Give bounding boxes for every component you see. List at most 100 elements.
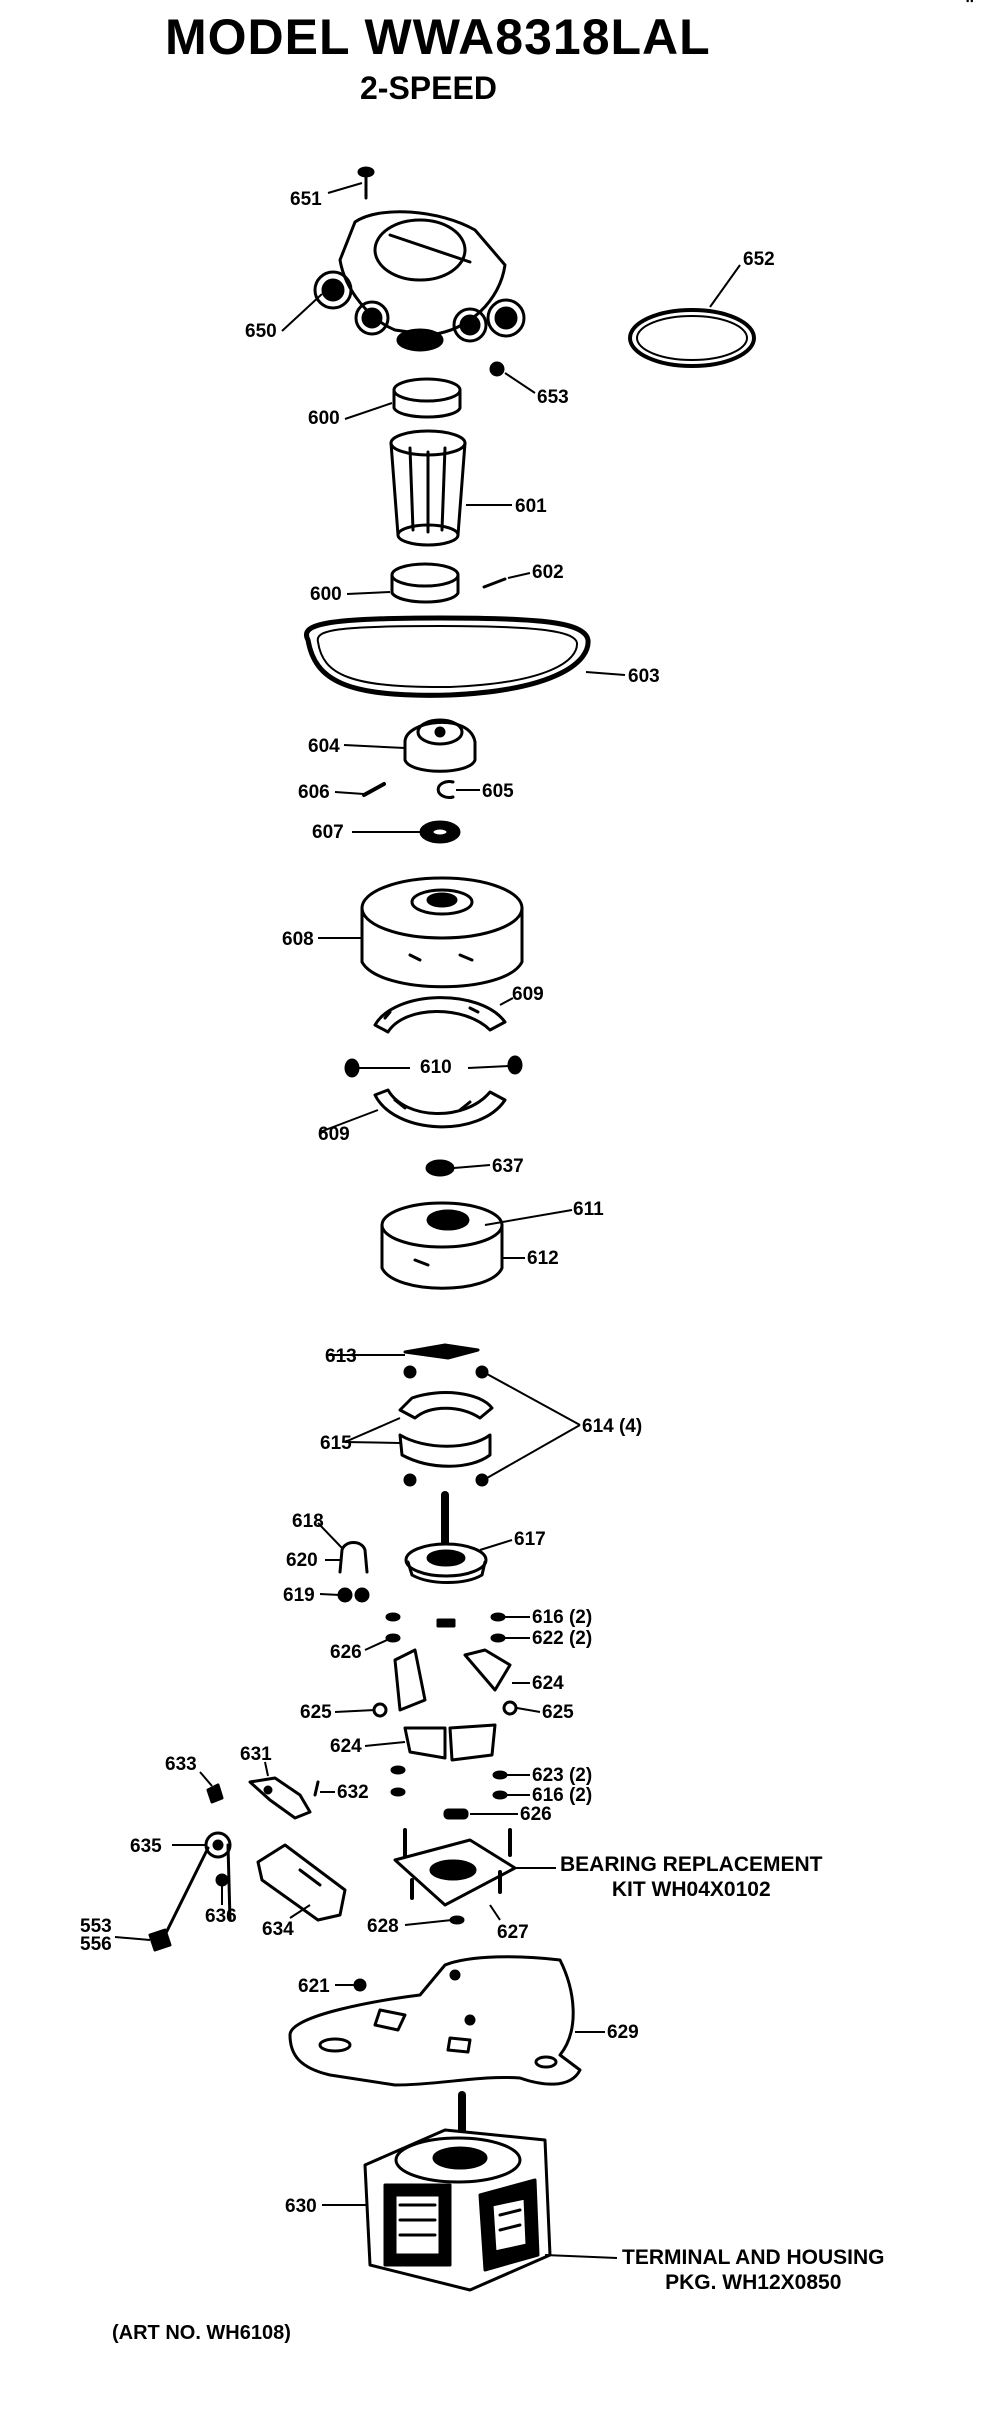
part-617-gear (404, 1491, 488, 1584)
page-subtitle: 2-SPEED (360, 70, 497, 106)
part-620-clip (338, 1541, 369, 1574)
page-title: MODEL WWA8318LAL (165, 9, 711, 65)
label-633: 633 (165, 1754, 197, 1775)
label-626-upper: 626 (330, 1642, 362, 1663)
label-602: 602 (532, 562, 564, 583)
label-614: 614 (4) (582, 1416, 642, 1437)
label-625-right: 625 (542, 1702, 574, 1723)
part-632-pin (313, 1780, 320, 1797)
label-630: 630 (285, 2196, 317, 2217)
label-617: 617 (514, 1529, 546, 1550)
label-635: 635 (130, 1836, 162, 1857)
part-624-housing-upper (393, 1648, 512, 1712)
part-623-washers (390, 1765, 508, 1780)
label-623: 623 (2) (532, 1765, 592, 1786)
label-634: 634 (262, 1919, 294, 1940)
part-631-lever (248, 1776, 312, 1820)
bearing-kit-line1: BEARING REPLACEMENT (560, 1853, 823, 1876)
part-637-washer (425, 1159, 455, 1177)
part-636-washer (215, 1873, 229, 1887)
terminal-line2: PKG. WH12X0850 (665, 2271, 842, 2294)
label-652: 652 (743, 249, 775, 270)
label-618: 618 (292, 1511, 324, 1532)
part-616-washers-lower (390, 1787, 508, 1800)
part-615-bracket-top (398, 1391, 494, 1420)
label-609-upper: 609 (512, 984, 544, 1005)
part-608-drum (360, 876, 524, 989)
label-607: 607 (312, 822, 344, 843)
part-625-springs (372, 1700, 518, 1718)
label-610: 610 (420, 1057, 452, 1078)
part-626-pin-upper (436, 1618, 456, 1628)
label-626-lower: 626 (520, 1804, 552, 1825)
part-603-belt (304, 615, 591, 698)
label-608: 608 (282, 929, 314, 950)
label-619: 619 (283, 1585, 315, 1606)
label-600-top: 600 (308, 408, 340, 429)
part-600-clamp-bottom (390, 562, 460, 604)
label-629: 629 (607, 2022, 639, 2043)
label-621: 621 (298, 1976, 330, 1997)
part-653-bolt (489, 361, 505, 377)
label-627: 627 (497, 1922, 529, 1943)
label-622: 622 (2) (532, 1628, 592, 1649)
part-650-pump (313, 210, 526, 352)
art-number: (ART NO. WH6108) (112, 2322, 291, 2344)
part-610-spring-left (344, 1058, 360, 1078)
part-613-bar (403, 1343, 480, 1360)
part-652-ring (628, 308, 756, 368)
part-624-housing-lower (403, 1723, 497, 1762)
label-650: 650 (245, 321, 277, 342)
callout-labels: 651 650 652 653 600 601 600 602 603 604 … (80, 189, 775, 2217)
part-621-screw (353, 1978, 367, 1992)
part-602-screw (482, 577, 507, 589)
bearing-kit-note: BEARING REPLACEMENT KIT WH04X0102 (560, 1852, 823, 1902)
label-628: 628 (367, 1916, 399, 1937)
label-653: 653 (537, 387, 569, 408)
label-601: 601 (515, 496, 547, 517)
label-609-lower: 609 (318, 1124, 350, 1145)
part-609-shoe-upper (373, 996, 507, 1034)
part-616-washers-upper (385, 1612, 506, 1622)
label-556: 556 (80, 1934, 112, 1955)
part-651-screw (357, 166, 375, 200)
part-607-nut (419, 820, 461, 844)
part-605-clip (436, 780, 455, 799)
label-604: 604 (308, 736, 340, 757)
part-626-pin-lower (443, 1808, 469, 1820)
label-616-lower: 616 (2) (532, 1785, 592, 1806)
part-622-washers (385, 1633, 506, 1643)
part-600-clamp-top (392, 377, 462, 419)
part-601-coupling (389, 429, 467, 547)
label-637: 637 (492, 1156, 524, 1177)
part-634-bracket (256, 1843, 347, 1922)
part-614-washers (403, 1365, 489, 1487)
part-627-bearing-plate (393, 1828, 517, 1907)
label-625-left: 625 (300, 1702, 332, 1723)
corner-mark: " (965, 0, 975, 16)
bearing-kit-line2: KIT WH04X0102 (611, 1878, 771, 1901)
label-611: 611 (573, 1199, 604, 1220)
label-632: 632 (337, 1782, 369, 1803)
part-633-bolt (206, 1783, 224, 1804)
label-616-upper: 616 (2) (532, 1607, 592, 1628)
label-553: 553 (80, 1916, 112, 1937)
part-612-cam (380, 1201, 504, 1290)
leader-lines (114, 182, 741, 2259)
label-613: 613 (325, 1346, 357, 1367)
label-624-lower: 624 (330, 1736, 362, 1757)
part-606-key (362, 782, 386, 797)
part-630-motor (363, 2091, 552, 2292)
label-620: 620 (286, 1550, 318, 1571)
part-610-spring-right (507, 1055, 523, 1075)
part-604-pulley (403, 718, 477, 773)
label-600-bottom: 600 (310, 584, 342, 605)
part-553-556-connector (148, 1928, 172, 1952)
label-606: 606 (298, 782, 330, 803)
terminal-housing-note: TERMINAL AND HOUSING PKG. WH12X0850 (622, 2245, 885, 2295)
label-612: 612 (527, 1248, 559, 1269)
label-631: 631 (240, 1744, 272, 1765)
part-609-shoe-lower (373, 1088, 507, 1129)
label-603: 603 (628, 666, 660, 687)
